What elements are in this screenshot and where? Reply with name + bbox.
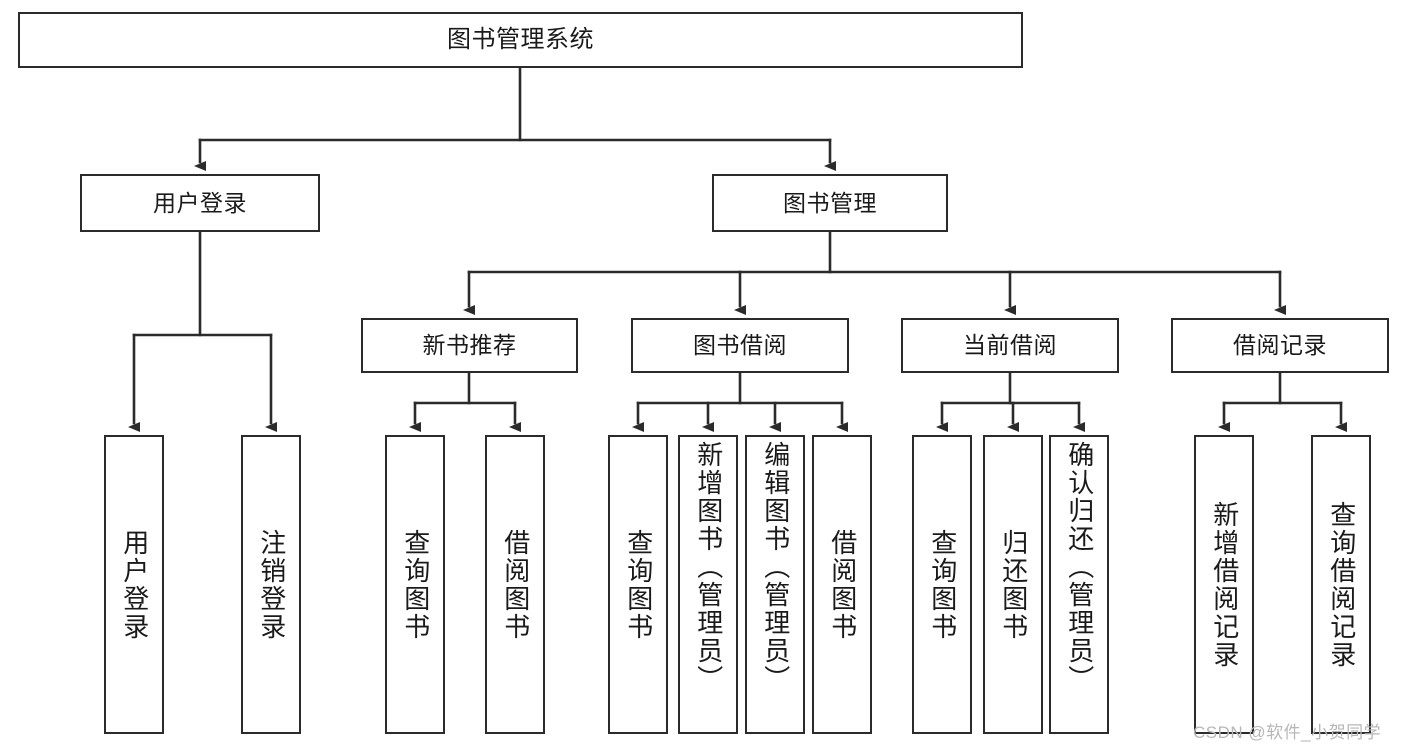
node-label: 图书管理系统: [447, 26, 594, 54]
node-label: 新书推荐: [422, 332, 517, 359]
node-label: 借阅图书: [827, 528, 858, 641]
node-label: 图书借阅: [693, 332, 787, 359]
node-label: 查询图书: [927, 528, 958, 641]
node-label: 用户登录: [153, 189, 247, 216]
leaf-query-book-newbook[interactable]: 查询图书: [385, 435, 445, 734]
node-label: 新增借阅记录: [1209, 500, 1240, 669]
leaf-confirm-return-admin[interactable]: 确认归还（管理员）: [1049, 435, 1109, 734]
leaf-user-login[interactable]: 用户登录: [104, 435, 164, 734]
node-label: 编辑图书（管理员）: [760, 441, 791, 693]
node-user-login[interactable]: 用户登录: [80, 174, 320, 232]
leaf-borrow-book-borrowing[interactable]: 借阅图书: [812, 435, 872, 734]
node-label: 新增图书（管理员）: [693, 441, 724, 693]
node-current-borrowing[interactable]: 当前借阅: [901, 318, 1119, 373]
node-book-borrowing[interactable]: 图书借阅: [631, 318, 849, 373]
node-label: 用户登录: [119, 528, 150, 641]
node-label: 查询图书: [623, 528, 654, 641]
node-label: 查询借阅记录: [1326, 500, 1357, 669]
leaf-return-book[interactable]: 归还图书: [983, 435, 1043, 734]
node-book-management[interactable]: 图书管理: [712, 174, 948, 232]
node-label: 确认归还（管理员）: [1064, 441, 1095, 693]
leaf-edit-book-admin[interactable]: 编辑图书（管理员）: [745, 435, 805, 734]
node-new-book-recommendation[interactable]: 新书推荐: [361, 318, 578, 373]
node-label: 图书管理: [783, 189, 877, 216]
leaf-borrow-book-newbook[interactable]: 借阅图书: [485, 435, 545, 734]
node-label: 注销登录: [256, 528, 287, 641]
node-root-book-management-system[interactable]: 图书管理系统: [18, 12, 1023, 68]
node-borrow-records[interactable]: 借阅记录: [1171, 318, 1389, 373]
leaf-add-book-admin[interactable]: 新增图书（管理员）: [678, 435, 738, 734]
node-label: 借阅图书: [500, 528, 531, 641]
leaf-query-borrow-record[interactable]: 查询借阅记录: [1311, 435, 1371, 734]
leaf-add-borrow-record[interactable]: 新增借阅记录: [1194, 435, 1254, 734]
leaf-query-book-current[interactable]: 查询图书: [912, 435, 972, 734]
leaf-logout-login[interactable]: 注销登录: [241, 435, 301, 734]
leaf-query-book-borrowing[interactable]: 查询图书: [608, 435, 668, 734]
node-label: 借阅记录: [1233, 332, 1327, 359]
node-label: 归还图书: [998, 528, 1029, 641]
node-label: 当前借阅: [963, 332, 1057, 359]
node-label: 查询图书: [400, 528, 431, 641]
